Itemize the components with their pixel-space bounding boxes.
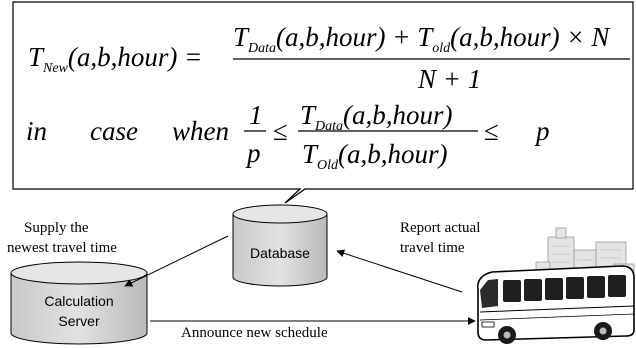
- formula-callout: TNew(a,b,hour) = TData(a,b,hour) + Told(…: [12, 1, 634, 204]
- lhs-args: (a,b,hour) =: [68, 42, 202, 72]
- report-arrow: [336, 249, 463, 293]
- den-args: (a,b,hour): [338, 139, 448, 169]
- report-label-1: Report actual: [400, 220, 480, 236]
- num-sub: Data: [314, 119, 343, 134]
- den-sub: Old: [317, 158, 339, 173]
- supply-label-2: newest travel time: [7, 240, 117, 256]
- num-t2: T: [417, 22, 434, 52]
- report-label-2: travel time: [400, 240, 465, 256]
- num-sub2: old: [432, 41, 451, 56]
- database-node: Database: [232, 204, 328, 287]
- formula-line-1: TNew(a,b,hour) = TData(a,b,hour) + Told(…: [28, 22, 630, 94]
- edge-labels: Supply the newest travel time Report act…: [7, 220, 480, 341]
- when-label: when: [172, 116, 229, 146]
- formula-line-2: in case when 1 p ≤ TData(a,b,hour) TOld(…: [26, 100, 550, 173]
- num-args2: (a,b,hour) × N: [450, 22, 611, 52]
- denominator: N + 1: [417, 64, 481, 94]
- calc-server-label-2: Server: [58, 313, 100, 329]
- den-t: T: [302, 139, 319, 169]
- svg-text:TOld(a,b,hour): TOld(a,b,hour): [302, 139, 448, 173]
- in-label: in: [26, 116, 47, 146]
- bus-icon: [476, 265, 635, 344]
- svg-text:TData(a,b,hour) + Told(a,b,hou: TData(a,b,hour) + Told(a,b,hour) × N: [233, 22, 611, 56]
- supply-arrow: [124, 235, 229, 287]
- leq-1: ≤: [273, 116, 288, 146]
- announce-label: Announce new schedule: [181, 325, 328, 341]
- p-label: p: [534, 116, 550, 146]
- num-sub1: Data: [247, 41, 276, 56]
- case-label: case: [90, 116, 138, 146]
- lhs-sub: New: [42, 61, 69, 76]
- num-t: T: [300, 100, 317, 130]
- num-t1: T: [233, 22, 250, 52]
- database-label: Database: [250, 245, 310, 261]
- calculation-server-node: Calculation Server: [10, 261, 148, 345]
- svg-text:TData(a,b,hour): TData(a,b,hour): [300, 100, 453, 134]
- supply-label-1: Supply the: [24, 220, 89, 236]
- num-args: (a,b,hour): [343, 100, 453, 130]
- calc-server-label-1: Calculation: [44, 293, 113, 309]
- svg-text:TNew(a,b,hour) =: TNew(a,b,hour) =: [28, 42, 202, 76]
- frac1-den: p: [245, 138, 261, 168]
- num-args1: (a,b,hour) +: [276, 22, 417, 52]
- lhs-t: T: [28, 42, 45, 72]
- leq-2: ≤: [484, 116, 499, 146]
- frac1-num: 1: [249, 100, 263, 130]
